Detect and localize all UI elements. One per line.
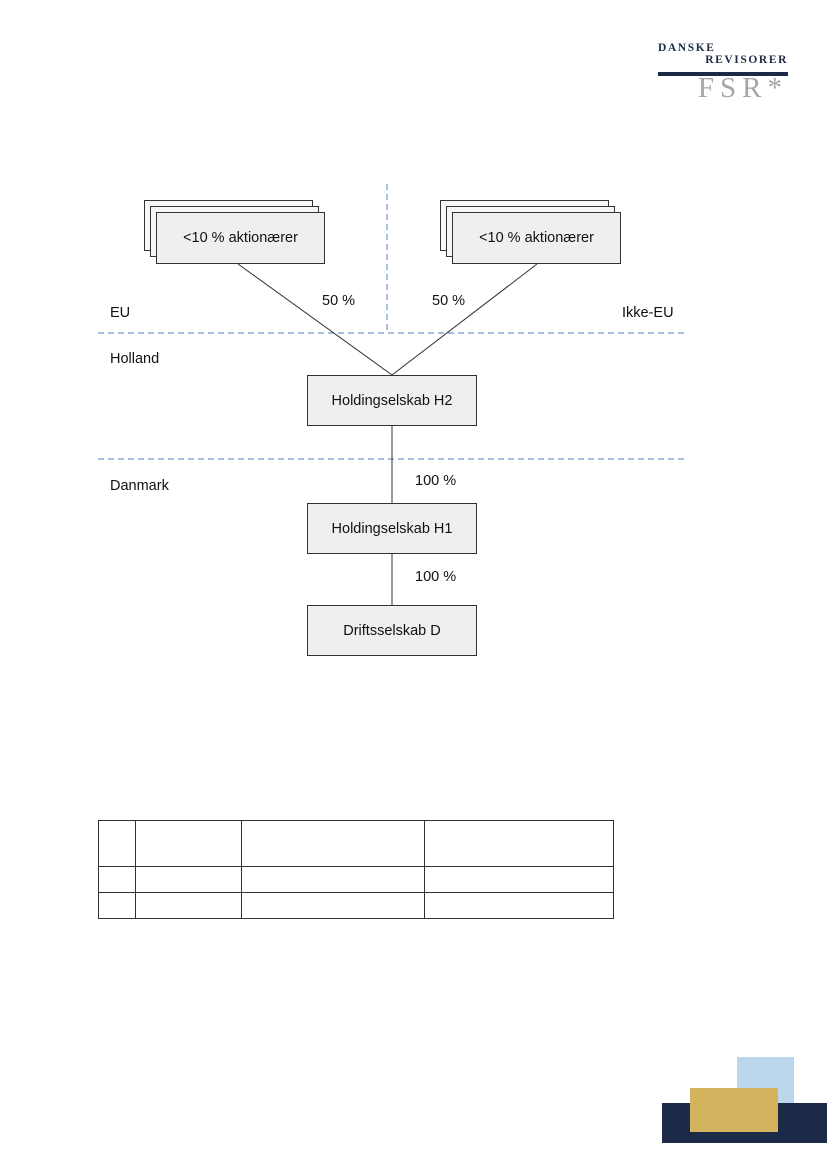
logo-line-danske: DANSKE: [658, 42, 716, 54]
table-cell: [98, 866, 136, 893]
table-cell: [135, 892, 242, 919]
table-cell: [424, 820, 614, 867]
diagram-lines: [98, 184, 688, 605]
operating-d-box: Driftsselskab D: [307, 605, 477, 656]
region-non-eu: Ikke-EU: [622, 305, 674, 321]
left-shareholders-box: <10 % aktionærer: [156, 212, 325, 264]
pct-right: 50 %: [432, 293, 466, 309]
table-row: [98, 866, 614, 893]
logo-bar: [658, 72, 788, 76]
fsr-logo: DANSKE REVISORER FSR*: [656, 40, 788, 104]
line-left-shareholders-h2: [237, 263, 393, 376]
logo-line-revisorer: REVISORER: [705, 54, 788, 66]
holding-h2-box: Holdingselskab H2: [307, 375, 477, 426]
region-eu: EU: [110, 305, 131, 321]
pct-left: 50 %: [322, 293, 356, 309]
holding-h2-label: Holdingselskab H2: [331, 392, 453, 409]
right-shareholders-label: <10 % aktionærer: [479, 230, 594, 246]
holding-h1-label: Holdingselskab H1: [331, 520, 453, 537]
logo-mark: FSR*: [697, 72, 788, 104]
line-right-shareholders-h2: [391, 263, 538, 376]
table-cell: [424, 866, 614, 893]
region-denmark: Danmark: [110, 478, 169, 494]
table-row: [98, 820, 614, 867]
empty-table: [98, 820, 614, 919]
pct-h2-h1: 100 %: [415, 473, 457, 489]
table-cell: [241, 866, 425, 893]
left-shareholders-label: <10 % aktionærer: [183, 230, 298, 246]
right-shareholders-box: <10 % aktionærer: [452, 212, 621, 264]
pct-h1-d: 100 %: [415, 569, 457, 585]
table-cell: [241, 892, 425, 919]
operating-d-label: Driftsselskab D: [343, 622, 441, 639]
table-row: [98, 892, 614, 919]
ownership-diagram: <10 % aktionærer <10 % aktionærer 50 % 5…: [98, 184, 688, 656]
holding-h1-box: Holdingselskab H1: [307, 503, 477, 554]
table-cell: [135, 866, 242, 893]
table-cell: [98, 892, 136, 919]
table-cell: [241, 820, 425, 867]
table-cell: [98, 820, 136, 867]
table-cell: [424, 892, 614, 919]
footer-decoration-gold: [690, 1088, 778, 1132]
region-holland: Holland: [110, 351, 160, 367]
table-cell: [135, 820, 242, 867]
